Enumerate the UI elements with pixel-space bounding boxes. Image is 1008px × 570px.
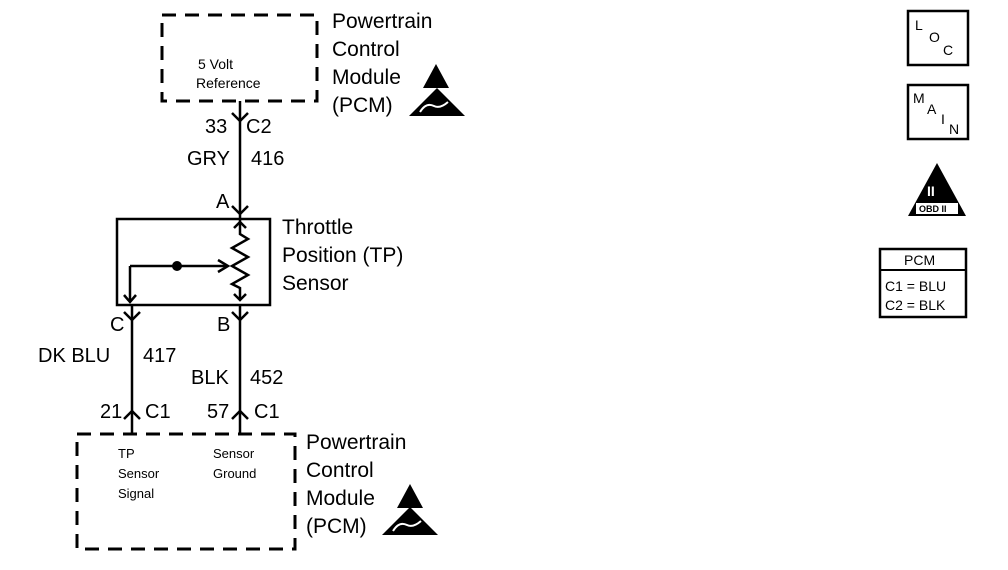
pcm-bottom-ground-label: Sensor Ground bbox=[213, 446, 256, 481]
connector-c2-terminal-icon bbox=[231, 112, 249, 123]
ground-label-line1: Sensor bbox=[213, 446, 255, 461]
wire-416-circuit: 416 bbox=[251, 148, 284, 170]
signal-label-line3: Signal bbox=[118, 486, 154, 501]
pcm-bottom-signal-label: TP Sensor Signal bbox=[118, 446, 160, 501]
obd-label: OBD II bbox=[919, 204, 947, 214]
tp-sensor-box bbox=[115, 217, 272, 307]
signal-label-line2: Sensor bbox=[118, 466, 160, 481]
tp-pin-b: B bbox=[217, 314, 230, 336]
tp-pin-c: C bbox=[110, 314, 124, 336]
pcm-top-title-line2: Control bbox=[332, 38, 400, 61]
pcm-top-title-line1: Powertrain bbox=[332, 10, 432, 33]
legend-row-c1: C1 = BLU bbox=[885, 278, 946, 294]
pcm-bottom-title: Powertrain Control Module (PCM) bbox=[306, 431, 406, 538]
wire-417-connector: C1 bbox=[145, 401, 171, 423]
tp-sensor-title: Throttle Position (TP) Sensor bbox=[282, 216, 403, 295]
esd-sensitive-icon bbox=[409, 88, 465, 116]
pcm-top-ref-line1: 5 Volt bbox=[198, 56, 233, 72]
main-icon: M A I N bbox=[906, 83, 970, 141]
obd-roman: II bbox=[927, 183, 935, 199]
pcm-top-title-line4: (PCM) bbox=[332, 94, 393, 117]
main-letter-i: I bbox=[941, 111, 945, 127]
tp-title-line3: Sensor bbox=[282, 272, 349, 295]
esd-warning-icon bbox=[423, 64, 449, 88]
pcm-bottom-title-line3: Module bbox=[306, 487, 375, 510]
tp-title-line1: Throttle bbox=[282, 216, 353, 239]
wire-416-color: GRY bbox=[187, 148, 230, 170]
wire-417-circuit: 417 bbox=[143, 345, 176, 367]
wire-452-pin: 57 bbox=[207, 401, 229, 423]
pcm-top-box bbox=[160, 13, 319, 103]
wire-452-color: BLK bbox=[191, 367, 229, 389]
wire-417-pin: 21 bbox=[100, 401, 122, 423]
wire-417-color: DK BLU bbox=[38, 345, 110, 367]
pcm-bottom-title-line1: Powertrain bbox=[306, 431, 406, 454]
esd-warning-icon bbox=[397, 484, 423, 508]
main-letter-n: N bbox=[949, 121, 959, 137]
pcm-bottom-box bbox=[75, 432, 297, 551]
esd-sensitive-icon bbox=[382, 507, 438, 535]
connector-legend: PCM C1 = BLU C2 = BLK bbox=[878, 247, 968, 319]
pcm-top-ref-line2: Reference bbox=[196, 75, 261, 91]
pcm-top-title-line3: Module bbox=[332, 66, 401, 89]
tp-title-line2: Position (TP) bbox=[282, 244, 403, 267]
ground-label-line2: Ground bbox=[213, 466, 256, 481]
loc-letter-l: L bbox=[915, 17, 923, 33]
connector-c1-pin21-terminal-icon bbox=[123, 409, 141, 420]
pcm-bottom-title-line4: (PCM) bbox=[306, 515, 367, 538]
signal-label-line1: TP bbox=[118, 446, 135, 461]
potentiometer-icon bbox=[123, 213, 251, 304]
legend-title: PCM bbox=[904, 252, 935, 268]
main-letter-m: M bbox=[913, 90, 925, 106]
tp-pin-a: A bbox=[216, 191, 230, 213]
main-letter-a: A bbox=[927, 101, 937, 117]
pcm-bottom-title-line2: Control bbox=[306, 459, 374, 482]
loc-letter-o: O bbox=[929, 29, 940, 45]
wire-452-connector: C1 bbox=[254, 401, 280, 423]
loc-icon: L O C bbox=[906, 9, 970, 67]
loc-letter-c: C bbox=[943, 42, 953, 58]
legend-row-c2: C2 = BLK bbox=[885, 297, 946, 313]
connector-c1-pin57-terminal-icon bbox=[231, 409, 249, 420]
wire-416-pin: 33 bbox=[205, 116, 227, 138]
pcm-top-title: Powertrain Control Module (PCM) bbox=[332, 10, 432, 117]
wire-452-circuit: 452 bbox=[250, 367, 283, 389]
wire-416-connector: C2 bbox=[246, 116, 272, 138]
obd-ii-icon: II OBD II bbox=[908, 163, 966, 216]
